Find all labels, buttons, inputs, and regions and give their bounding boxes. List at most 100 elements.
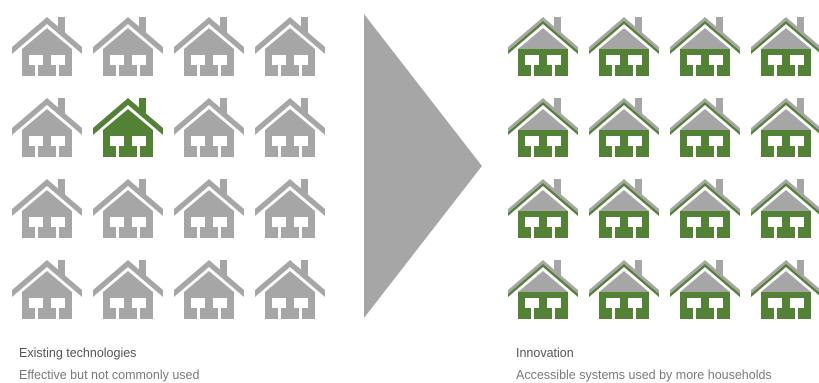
arrow-shape (364, 14, 482, 318)
house-roof (174, 260, 244, 297)
house-window (110, 55, 124, 65)
existing-house-icon (255, 176, 325, 238)
house-door-gap (197, 227, 200, 238)
house-window (191, 136, 205, 146)
house-chimney (58, 260, 65, 276)
house-door-gap (633, 227, 636, 238)
house-roof (174, 98, 244, 135)
house-door-gap (795, 146, 798, 157)
innovation-house-icon (589, 14, 659, 76)
house-window (687, 136, 701, 146)
house-gable (22, 28, 72, 49)
house-window (272, 136, 286, 146)
existing-house-icon (174, 14, 244, 76)
house-door-gap (612, 227, 615, 238)
house-roof (508, 17, 578, 54)
innovation-house-icon (751, 176, 819, 238)
house-door-gap (633, 65, 636, 76)
house-door-gap (116, 227, 119, 238)
house-chimney (301, 98, 308, 114)
house-chimney (301, 260, 308, 276)
house-chimney (220, 17, 227, 33)
house-roof (93, 98, 163, 135)
house-door-gap (552, 146, 555, 157)
house-door-gap (774, 308, 777, 319)
house-gable (599, 271, 649, 292)
house-gable (761, 109, 811, 130)
house-chimney (716, 98, 723, 114)
house-window (272, 217, 286, 227)
existing-house-icon (93, 176, 163, 238)
existing-house-icon (255, 257, 325, 319)
house-window (213, 136, 227, 146)
house-chimney (220, 260, 227, 276)
existing-house-icon (12, 95, 82, 157)
left-caption: Existing technologies Effective but not … (19, 345, 199, 383)
house-window (547, 298, 561, 308)
house-door-gap (56, 146, 59, 157)
house-roof (255, 179, 325, 216)
house-window (768, 298, 782, 308)
house-door-gap (218, 227, 221, 238)
house-door-gap (714, 308, 717, 319)
house-roof (508, 260, 578, 297)
house-chimney (301, 17, 308, 33)
house-roof (670, 17, 740, 54)
house-door-gap (299, 227, 302, 238)
existing-house-icon (93, 257, 163, 319)
left-caption-title: Existing technologies (19, 346, 137, 360)
house-window (191, 55, 205, 65)
house-gable (518, 109, 568, 130)
house-door-gap (714, 227, 717, 238)
house-door-gap (218, 308, 221, 319)
house-window (547, 217, 561, 227)
house-door-gap (197, 146, 200, 157)
house-chimney (554, 260, 561, 276)
house-window (709, 217, 723, 227)
house-chimney (301, 179, 308, 195)
house-window (768, 136, 782, 146)
house-roof (589, 260, 659, 297)
innovation-house-icon (589, 176, 659, 238)
innovation-house-icon (508, 176, 578, 238)
house-chimney (58, 98, 65, 114)
house-gable (184, 190, 234, 211)
house-roof (93, 17, 163, 54)
house-door-gap (278, 146, 281, 157)
house-roof (589, 17, 659, 54)
house-door-gap (612, 146, 615, 157)
house-window (606, 55, 620, 65)
house-door-gap (633, 308, 636, 319)
house-gable (22, 190, 72, 211)
house-door-gap (35, 227, 38, 238)
house-window (547, 55, 561, 65)
existing-house-icon (93, 14, 163, 76)
house-roof (174, 17, 244, 54)
house-window (768, 217, 782, 227)
house-door-gap (612, 65, 615, 76)
house-window (790, 217, 804, 227)
house-window (294, 55, 308, 65)
house-gable (184, 28, 234, 49)
house-window (606, 136, 620, 146)
house-door-gap (693, 308, 696, 319)
house-window (51, 136, 65, 146)
house-door-gap (531, 308, 534, 319)
house-chimney (797, 17, 804, 33)
house-window (51, 217, 65, 227)
house-door-gap (795, 65, 798, 76)
house-window (628, 136, 642, 146)
house-door-gap (795, 227, 798, 238)
house-door-gap (35, 146, 38, 157)
house-window (29, 55, 43, 65)
house-window (525, 136, 539, 146)
existing-house-icon (12, 257, 82, 319)
house-door-gap (299, 146, 302, 157)
house-gable (265, 190, 315, 211)
house-gable (680, 109, 730, 130)
house-window (709, 136, 723, 146)
existing-house-icon (174, 176, 244, 238)
house-door-gap (552, 308, 555, 319)
house-gable (761, 271, 811, 292)
existing-house-icon (93, 95, 163, 157)
